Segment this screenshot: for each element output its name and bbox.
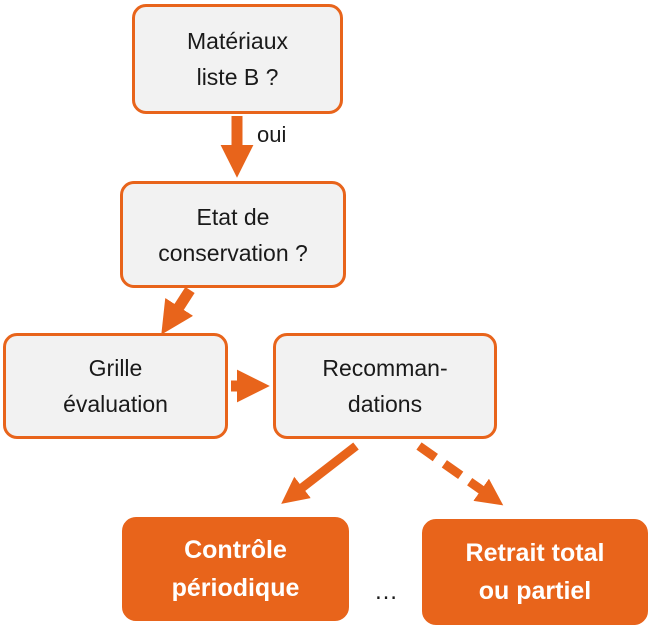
node-retrait-label: Retrait total ou partiel	[465, 539, 605, 605]
node-materiaux: Matériaux liste B ?	[132, 4, 343, 114]
node-recommandations-label: Recomman- dations	[322, 355, 448, 417]
node-controle-periodique: Contrôle périodique	[122, 517, 349, 621]
arrow-recommandations-to-retrait-dashed	[416, 442, 504, 506]
node-grille-evaluation: Grille évaluation	[3, 333, 228, 439]
arrow-etat-to-grille	[161, 287, 195, 335]
edge-label-ellipsis: …	[374, 578, 398, 605]
node-grille-label: Grille évaluation	[63, 355, 168, 417]
node-controle-label: Contrôle périodique	[171, 536, 300, 602]
node-materiaux-label: Matériaux liste B ?	[187, 28, 288, 90]
node-etat-label: Etat de conservation ?	[158, 203, 308, 266]
node-etat-conservation: Etat de conservation ?	[120, 181, 346, 288]
node-recommandations: Recomman- dations	[273, 333, 497, 439]
node-retrait: Retrait total ou partiel	[422, 519, 648, 625]
arrow-recommandations-to-controle	[281, 442, 359, 504]
edge-label-oui: oui	[257, 122, 287, 147]
